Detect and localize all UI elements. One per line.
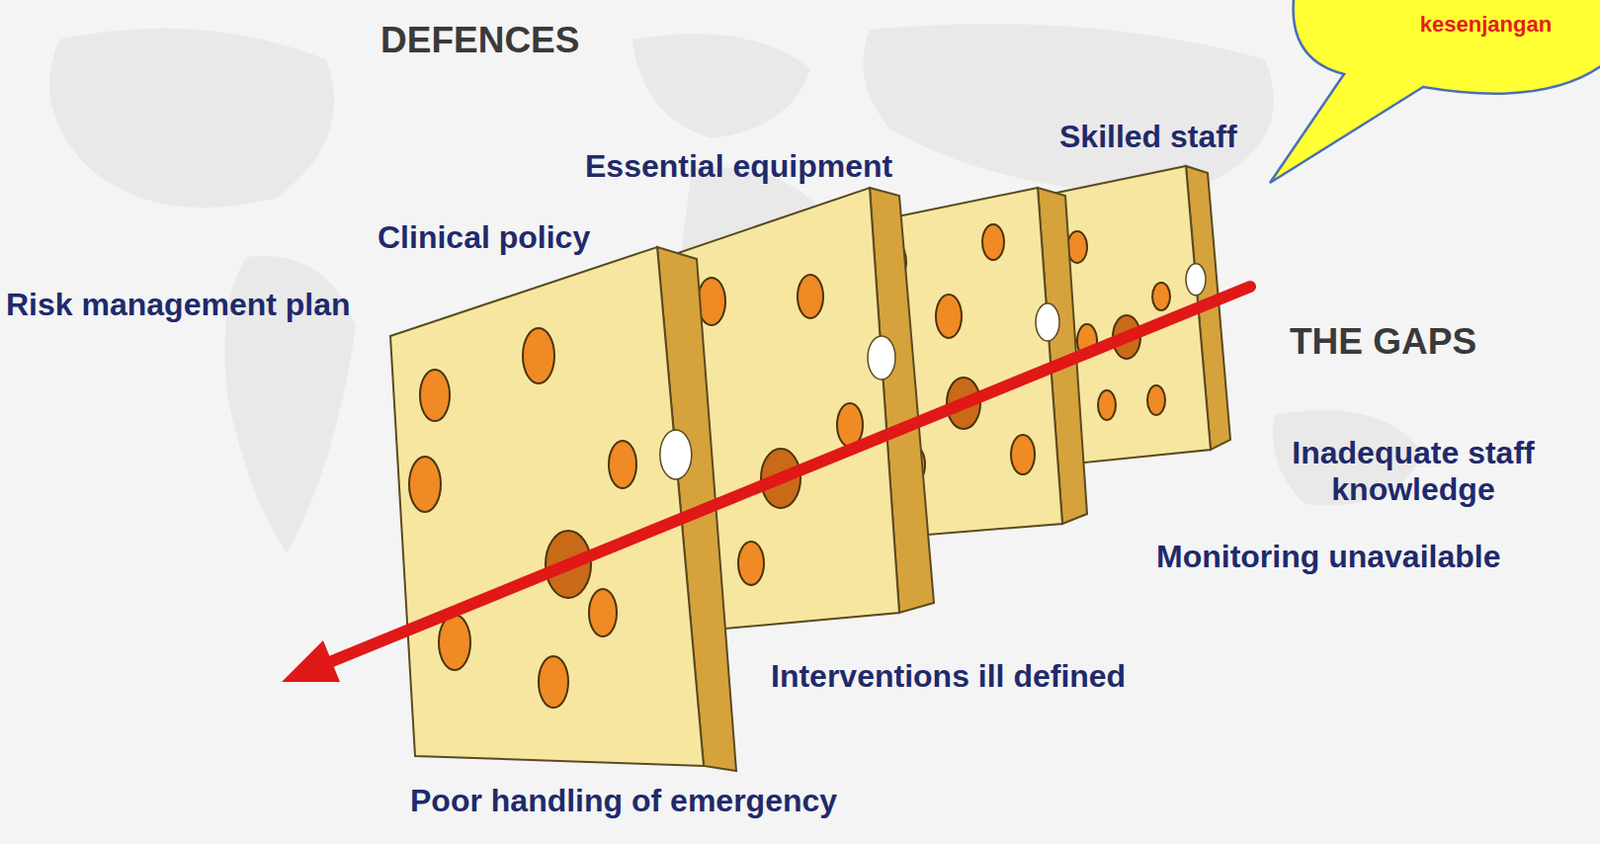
cheese-hole xyxy=(738,541,764,586)
cheese-hole xyxy=(409,456,441,512)
cheese-hole xyxy=(982,224,1005,260)
section-heading: DEFENCES xyxy=(380,19,580,63)
callout-shape xyxy=(1269,0,1600,183)
layer-label: Interventions ill defined xyxy=(770,658,1126,695)
cheese-hole xyxy=(935,294,962,338)
section-heading: THE GAPS xyxy=(1289,321,1477,364)
arrow-head xyxy=(281,640,340,682)
cheese-hole xyxy=(420,369,450,422)
cheese-hole xyxy=(589,589,617,637)
cheese-slice xyxy=(390,247,737,771)
edge-notch xyxy=(660,429,692,480)
cheese-hole xyxy=(522,328,555,384)
cheese-hole xyxy=(1147,385,1166,416)
cheese-hole xyxy=(438,614,471,671)
slice-face xyxy=(390,247,704,766)
callout-bubble: kesenjangan xyxy=(1274,0,1600,89)
cheese-hole xyxy=(608,440,637,489)
cheese-hole xyxy=(538,656,569,708)
cheese-hole xyxy=(1152,282,1171,311)
layer-label: Skilled staff xyxy=(1059,118,1238,156)
edge-notch xyxy=(1035,303,1060,341)
cheese-hole xyxy=(1010,434,1035,475)
cheese-hole xyxy=(797,274,824,319)
layer-label: Essential equipment xyxy=(585,148,893,185)
edge-notch xyxy=(1185,263,1206,296)
edge-notch xyxy=(867,336,896,380)
layer-label: Poor handling of emergency xyxy=(410,782,838,820)
layer-label: Inadequate staff knowledge xyxy=(1235,434,1592,508)
layer-label: Risk management plan xyxy=(5,286,351,324)
cheese-hole xyxy=(1097,390,1116,421)
layer-label: Monitoring unavailable xyxy=(1156,538,1501,576)
layer-label: Clinical policy xyxy=(377,219,590,256)
hazard-arrow xyxy=(332,286,1251,662)
callout-text: kesenjangan xyxy=(1383,11,1600,38)
